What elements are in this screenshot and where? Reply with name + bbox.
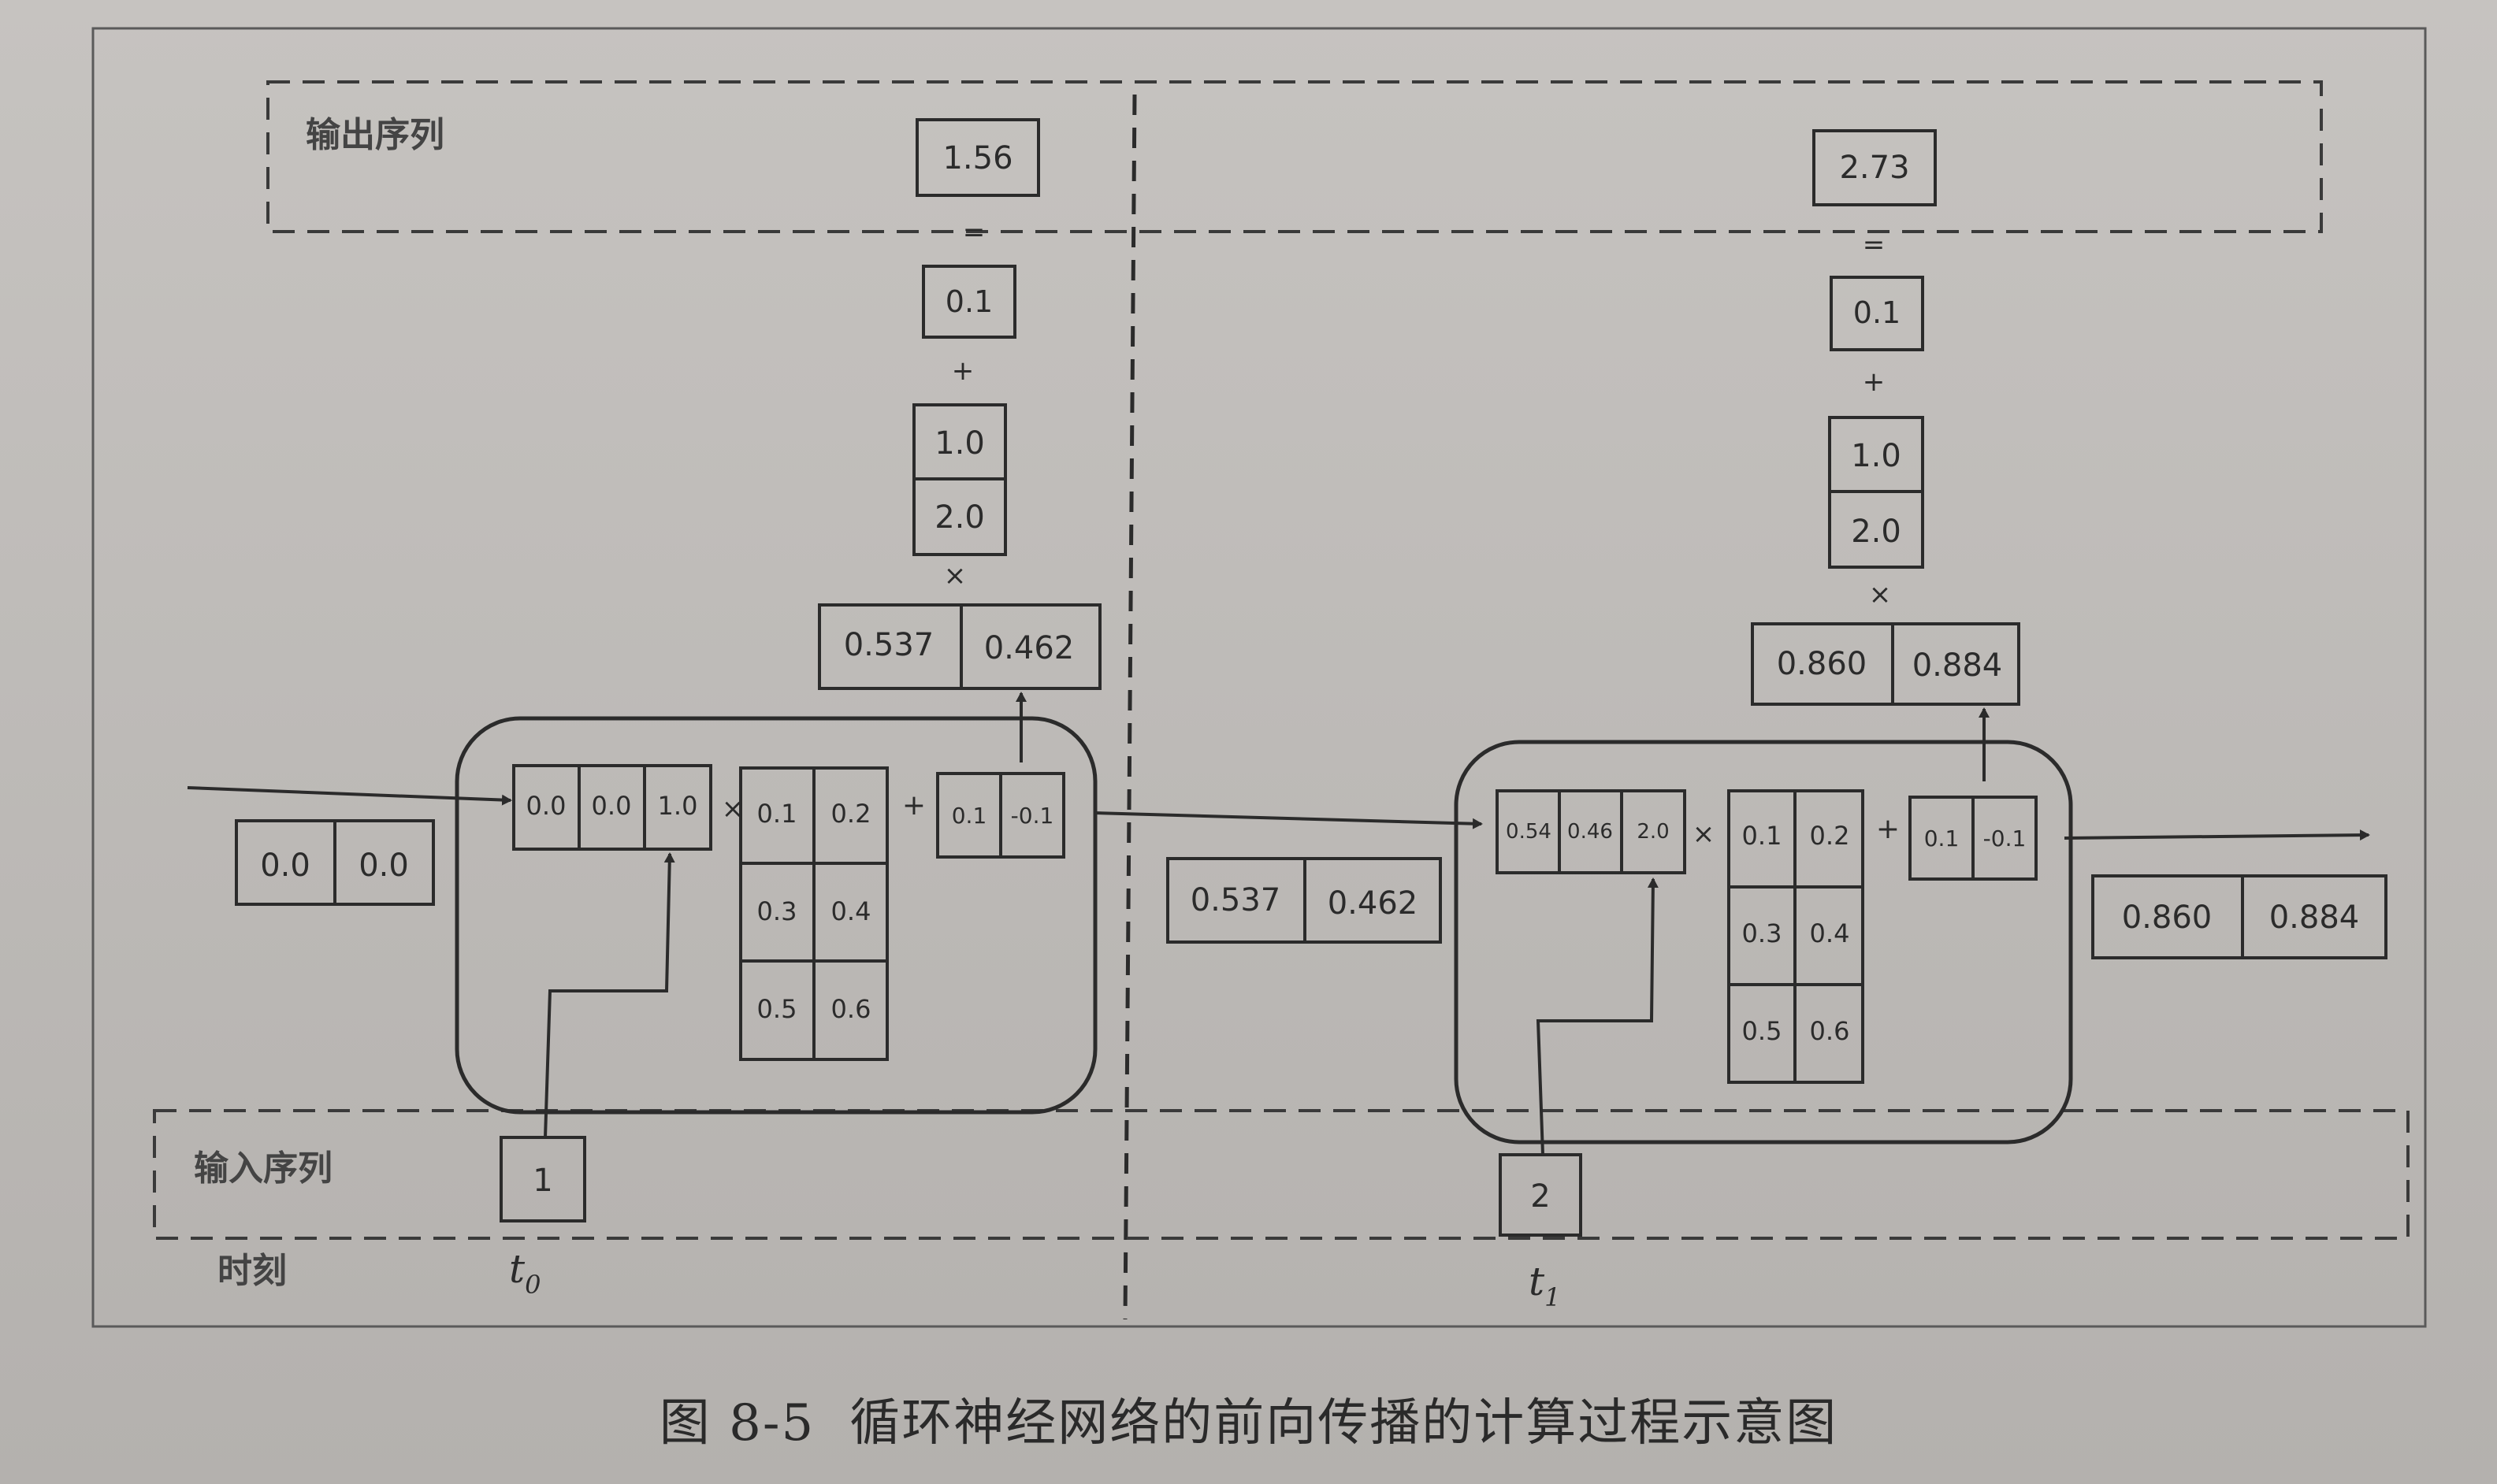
bias-value: -0.1 [1011, 803, 1054, 829]
initial-state-value: 0.0 [260, 848, 310, 884]
rnn-weight-matrix: 0.1 0.2 0.3 0.4 0.5 0.6 [1727, 789, 1864, 1084]
out-times-operator: × [1869, 579, 1892, 610]
figure-number: 图 8-5 [659, 1394, 816, 1452]
weight-value: 0.5 [1742, 1016, 1782, 1046]
state-value: 0.884 [1912, 647, 2003, 684]
out-plus-operator: + [1863, 366, 1886, 398]
state-value: 0.537 [844, 627, 935, 663]
output-y1: 2.73 [1812, 129, 1937, 206]
state-transfer-arrow [1094, 811, 1483, 829]
input-value: 2 [1530, 1178, 1550, 1215]
weight-value: 0.5 [757, 994, 797, 1024]
final-state: 0.860 0.884 [2091, 874, 2387, 959]
out-bias-value: 0.1 [1853, 295, 1901, 330]
concat-value: 1.0 [658, 791, 698, 821]
bias-value: 0.1 [952, 803, 987, 829]
equals-sign: = [1863, 229, 1886, 261]
input-arrow [544, 852, 675, 1138]
final-state-value: 0.884 [2269, 900, 2360, 936]
concat-value: 2.0 [1637, 820, 1669, 844]
out-weight-value: 1.0 [935, 425, 985, 462]
bias-value: 0.1 [1924, 825, 1960, 851]
equals-sign: = [963, 217, 986, 248]
outgoing-state-arrow [2064, 829, 2370, 841]
output-value: 1.56 [942, 140, 1013, 176]
concat-value: 0.0 [526, 791, 567, 821]
input-x0: 1 [500, 1136, 586, 1222]
weight-value: 0.4 [1810, 918, 1850, 948]
output-bias: 0.1 [1830, 276, 1924, 351]
concat-vector: 0.54 0.46 2.0 [1496, 789, 1686, 874]
step-t0: 0.0 0.0 0.0 0.0 1.0 × [187, 118, 1102, 1300]
time-marker-t0: t0 [509, 1246, 541, 1300]
concat-vector: 0.0 0.0 1.0 [512, 764, 712, 851]
plus-operator: + [902, 789, 926, 822]
bias-value: -0.1 [1983, 825, 2027, 851]
output-y0: 1.56 [916, 118, 1040, 197]
time-divider [1123, 94, 1137, 1320]
output-value: 2.73 [1839, 150, 1909, 186]
hidden-state-t1: 0.860 0.884 [1751, 622, 2020, 706]
input-value: 1 [533, 1163, 552, 1199]
weight-value: 0.6 [831, 994, 871, 1024]
plus-operator: + [1876, 813, 1900, 845]
weight-value: 0.6 [1810, 1016, 1850, 1046]
figure-frame [91, 27, 2427, 1328]
prev-state-t1: 0.537 0.462 [1166, 857, 1442, 944]
state-value: 0.462 [984, 630, 1075, 666]
concat-value: 0.0 [592, 791, 632, 821]
time-label: 时刻 [217, 1251, 287, 1291]
out-times-operator: × [944, 560, 967, 592]
figure-title: 循环神经网络的前向传播的计算过程示意图 [849, 1394, 1838, 1452]
out-weight-value: 2.0 [1851, 514, 1901, 550]
weight-value: 0.1 [757, 799, 797, 829]
prev-state-value: 0.462 [1328, 885, 1418, 922]
weight-value: 0.3 [1742, 918, 1782, 948]
out-weight-value: 1.0 [1851, 438, 1901, 474]
output-sequence-label: 输出序列 [306, 115, 444, 155]
weight-value: 0.4 [831, 896, 871, 926]
output-weight: 1.0 2.0 [1828, 416, 1924, 569]
output-sequence-band [266, 80, 2323, 233]
figure-caption: 图 8-5 循环神经网络的前向传播的计算过程示意图 [0, 1382, 2497, 1455]
state-value: 0.860 [1777, 646, 1867, 682]
step-t1: 0.537 0.462 0.54 0.46 2.0 × 0.1 [1094, 129, 2387, 1312]
output-bias: 0.1 [922, 265, 1016, 339]
out-weight-value: 2.0 [935, 499, 985, 536]
hidden-state-t0: 0.537 0.462 [818, 603, 1102, 690]
initial-state: 0.0 0.0 [235, 819, 435, 906]
rnn-cell [455, 716, 1098, 1115]
weight-value: 0.2 [831, 799, 871, 829]
time-marker-t1: t1 [1529, 1259, 1560, 1312]
input-sequence-label: 输入序列 [194, 1148, 333, 1189]
prev-state-value: 0.537 [1191, 882, 1281, 918]
concat-value: 0.54 [1506, 820, 1551, 844]
weight-value: 0.3 [757, 896, 797, 926]
out-plus-operator: + [952, 355, 975, 387]
rnn-bias: 0.1 -0.1 [936, 772, 1065, 859]
initial-state-value: 0.0 [359, 848, 409, 884]
weight-value: 0.2 [1810, 821, 1850, 851]
rnn-bias: 0.1 -0.1 [1908, 796, 2038, 881]
rnn-cell [1454, 740, 2073, 1145]
input-x1: 2 [1499, 1153, 1582, 1237]
final-state-value: 0.860 [2122, 900, 2213, 936]
input-arrow [1536, 877, 1659, 1156]
out-bias-value: 0.1 [946, 284, 993, 319]
output-weight: 1.0 2.0 [912, 403, 1007, 556]
concat-value: 0.46 [1567, 820, 1613, 844]
incoming-state-arrow [187, 786, 512, 806]
rnn-weight-matrix: 0.1 0.2 0.3 0.4 0.5 0.6 [739, 766, 889, 1061]
times-operator: × [1693, 818, 1715, 850]
weight-value: 0.1 [1742, 821, 1782, 851]
input-sequence-band [153, 1109, 2410, 1240]
